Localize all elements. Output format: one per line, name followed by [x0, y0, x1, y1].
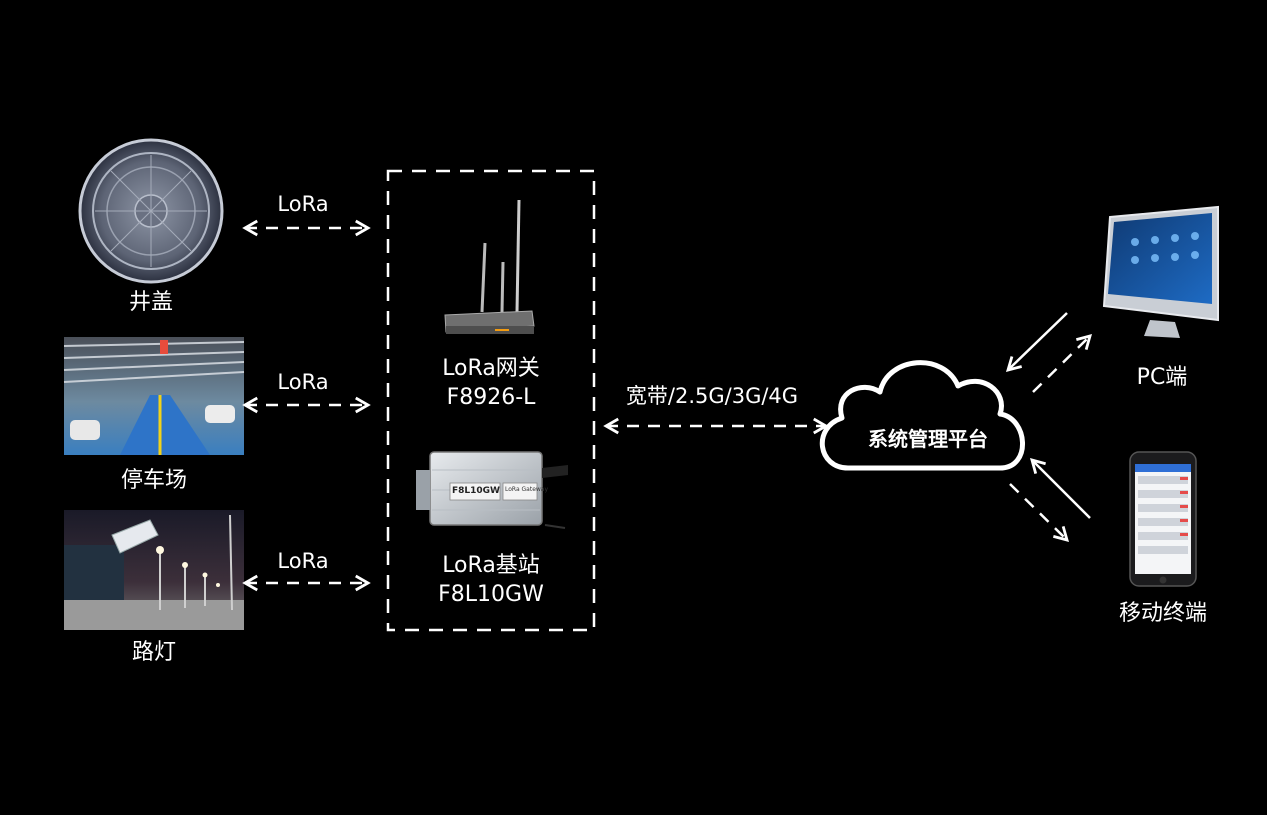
pc-arrow-down — [1005, 312, 1068, 372]
uplink-label: 宽带/2.5G/3G/4G — [625, 384, 799, 408]
manhole-label: 井盖 — [128, 290, 173, 315]
pc-arrow-up — [1032, 334, 1093, 393]
gateway-name: LoRa网关 — [442, 356, 540, 381]
mobile-label: 移动终端 — [1118, 601, 1207, 626]
basestation-device-text: F8L10GW — [452, 486, 500, 496]
pc-label: PC端 — [1136, 365, 1188, 390]
mobile-phone-image — [1129, 451, 1197, 587]
lora-label-streetlight: LoRa — [277, 549, 329, 573]
parking-label: 停车场 — [120, 468, 187, 493]
basestation-label: LoRa基站 F8L10GW — [410, 551, 572, 609]
gateway-model: F8926-L — [446, 385, 536, 410]
lora-label-manhole: LoRa — [277, 192, 329, 216]
gateway-group-box — [386, 169, 596, 632]
mobile-arrow-down — [1009, 483, 1070, 542]
gateway-label: LoRa网关 F8926-L — [410, 354, 572, 412]
cloud-shape — [819, 360, 1025, 471]
basestation-model: F8L10GW — [438, 582, 544, 607]
basestation-image — [416, 451, 568, 529]
lora-label-parking: LoRa — [277, 370, 329, 394]
basestation-sticker-text: LoRa Gateway — [505, 486, 549, 493]
gateway-router-image — [444, 199, 535, 334]
platform-label: 系统管理平台 — [868, 427, 988, 451]
manhole-cover-image — [78, 138, 224, 284]
basestation-name: LoRa基站 — [442, 553, 540, 578]
parking-lot-image — [63, 337, 245, 455]
streetlight-image — [64, 510, 244, 630]
streetlight-label: 路灯 — [131, 640, 176, 665]
pc-monitor-image — [1102, 205, 1219, 338]
mobile-arrow-up — [1030, 458, 1091, 519]
